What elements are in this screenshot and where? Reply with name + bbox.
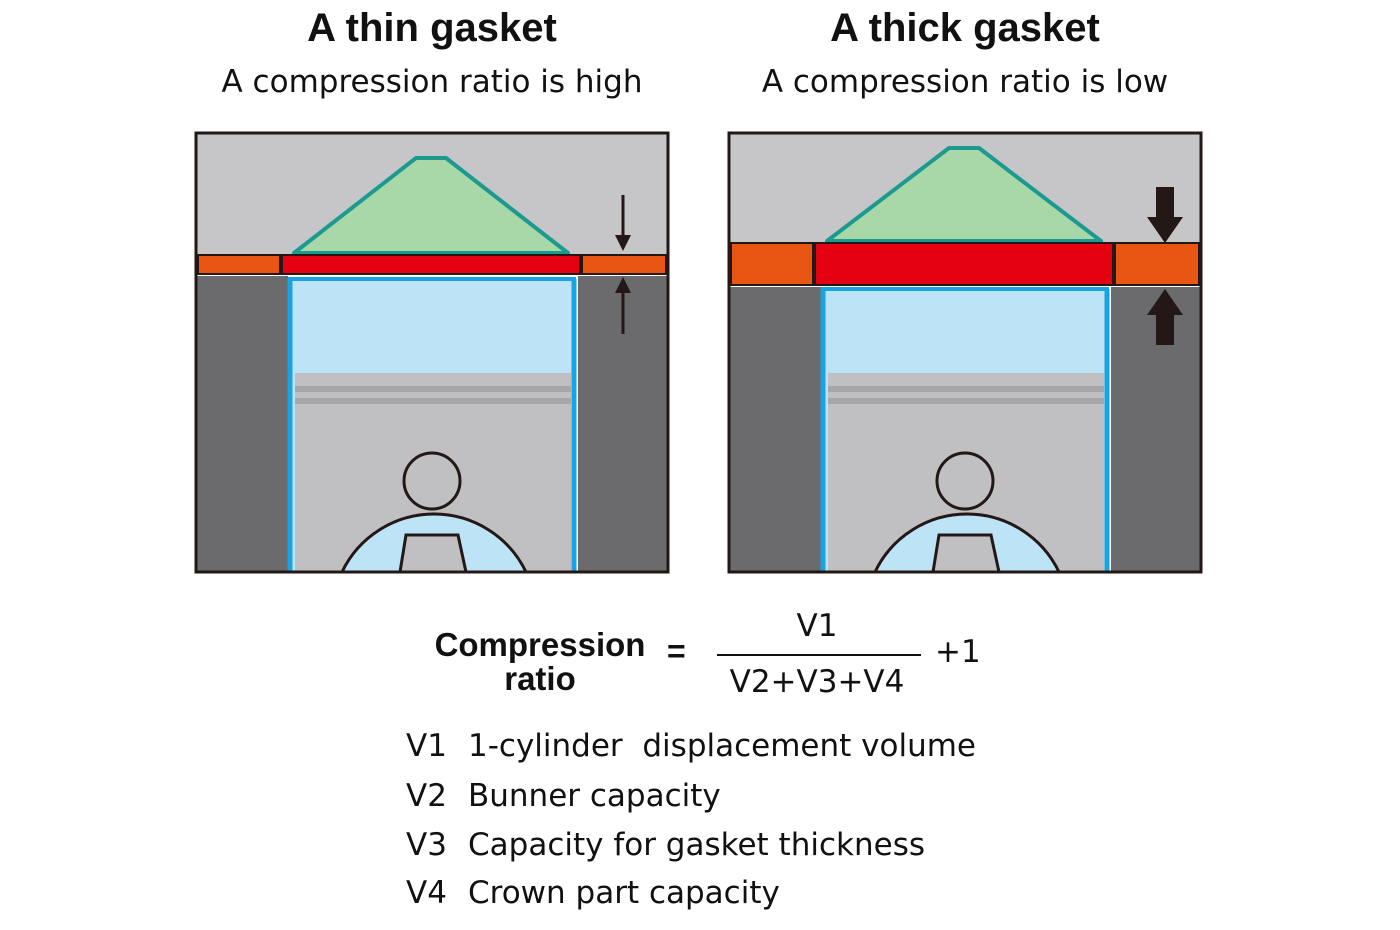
thick-gasket-subtitle: A compression ratio is low (761, 64, 1169, 100)
legend-code: V3 (406, 827, 447, 863)
formula-numerator: V1 (796, 608, 838, 644)
legend-text: Bunner capacity (468, 778, 721, 814)
thick-gasket-diagram (727, 131, 1203, 574)
formula-label-compression: Compression (434, 626, 646, 663)
gasket-volume (281, 254, 581, 275)
piston-ring-2 (828, 398, 1104, 404)
combustion-chamber (825, 146, 1103, 243)
gasket-left (197, 254, 281, 275)
thick-gasket-title: A thick gasket (830, 6, 1100, 50)
piston-pin (935, 451, 995, 511)
thin-gasket-title: A thin gasket (307, 6, 557, 50)
cylinder-wall-left (196, 276, 288, 572)
legend-code: V1 (406, 728, 447, 764)
piston-ring-1 (295, 386, 571, 392)
legend-row-v1: V1 1-cylinder displacement volume (406, 726, 976, 766)
formula-denominator: V2+V3+V4 (729, 664, 905, 700)
thin-gasket-subtitle: A compression ratio is high (221, 64, 643, 100)
piston-ring-2 (295, 398, 571, 404)
combustion-chamber (292, 156, 570, 255)
legend-text: 1-cylinder displacement volume (468, 728, 976, 764)
thin-gasket-diagram (194, 131, 670, 574)
gasket-left (730, 242, 814, 286)
legend-text: Capacity for gasket thickness (468, 827, 925, 863)
cylinder-wall-left (729, 287, 821, 572)
arrow-up-head-icon (615, 277, 631, 293)
legend-row-v4: V4 Crown part capacity (406, 873, 780, 913)
formula-fraction-bar (717, 654, 921, 656)
diagram-frame (194, 131, 670, 574)
formula-equals-sign: = (667, 633, 686, 669)
formula-plus-one: +1 (935, 634, 981, 670)
connecting-rod (931, 533, 1001, 574)
bold-arrow-down-icon (1147, 187, 1183, 243)
gasket-right (1114, 242, 1200, 286)
formula-label-ratio: ratio (504, 660, 576, 697)
legend-text: Crown part capacity (468, 875, 780, 911)
bold-arrow-up-icon (1147, 289, 1183, 345)
piston-ring-1 (828, 386, 1104, 392)
piston-pin (402, 451, 462, 511)
legend-row-v3: V3 Capacity for gasket thickness (406, 825, 925, 865)
legend-row-v2: V2 Bunner capacity (406, 776, 721, 816)
arrow-down-head-icon (615, 235, 631, 251)
gasket-volume (814, 242, 1114, 286)
legend-code: V4 (406, 875, 447, 911)
connecting-rod (398, 533, 468, 574)
diagram-frame (727, 131, 1203, 574)
legend-code: V2 (406, 778, 447, 814)
gasket-right (581, 254, 667, 275)
